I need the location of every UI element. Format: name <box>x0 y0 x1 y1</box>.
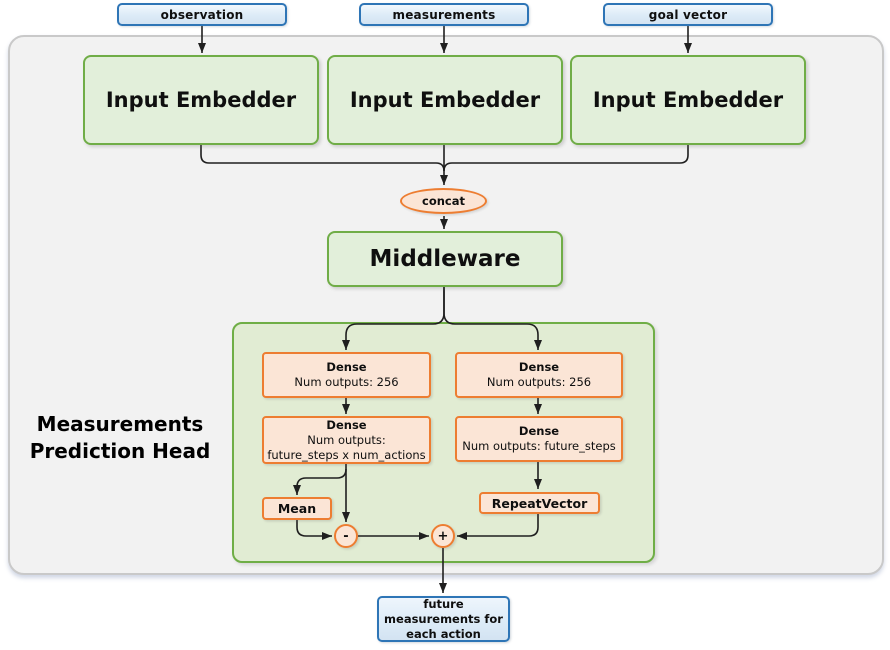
repeat-vector-node: RepeatVector <box>479 492 600 514</box>
plus-operator-node: + <box>431 524 455 548</box>
minus-operator-node: - <box>334 524 358 548</box>
input-node-goal-vector: goal vector <box>603 3 773 26</box>
input-node-measurements: measurements <box>359 3 529 26</box>
dense-title: Dense <box>518 424 560 438</box>
dense-title: Dense <box>326 417 367 432</box>
dense-left-2: Dense Num outputs: future_steps x num_ac… <box>262 416 431 464</box>
dense-right-1: Dense Num outputs: 256 <box>455 352 623 398</box>
repeat-vector-label: RepeatVector <box>491 495 588 511</box>
dense-title: Dense <box>326 360 367 374</box>
dense-subtitle: Num outputs: 256 <box>486 375 592 389</box>
input-label: measurements <box>392 7 496 22</box>
output-label: future measurements for each action <box>384 596 503 641</box>
input-node-observation: observation <box>117 3 287 26</box>
embedder-node-1: Input Embedder <box>83 55 319 145</box>
minus-icon: - <box>343 528 349 544</box>
mean-label: Mean <box>277 501 317 516</box>
concat-label: concat <box>422 194 465 208</box>
dense-subtitle: future_steps x num_actions <box>267 447 426 462</box>
dense-title: Dense <box>518 360 560 374</box>
dense-subtitle: Num outputs: <box>307 432 386 447</box>
dense-left-1: Dense Num outputs: 256 <box>262 352 431 398</box>
concat-node: concat <box>400 188 487 214</box>
dense-subtitle: Num outputs: future_steps <box>462 439 616 453</box>
embedder-label: Input Embedder <box>592 88 784 112</box>
middleware-node: Middleware <box>327 231 563 287</box>
middleware-label: Middleware <box>369 246 521 272</box>
input-label: goal vector <box>648 7 728 22</box>
plus-icon: + <box>437 528 449 544</box>
embedder-label: Input Embedder <box>105 88 297 112</box>
embedder-node-2: Input Embedder <box>327 55 563 145</box>
embedder-node-3: Input Embedder <box>570 55 806 145</box>
input-label: observation <box>160 7 244 22</box>
embedder-label: Input Embedder <box>349 88 541 112</box>
prediction-head-title: Measurements Prediction Head <box>29 412 211 463</box>
output-node: future measurements for each action <box>377 596 510 642</box>
mean-node: Mean <box>262 497 332 520</box>
dense-right-2: Dense Num outputs: future_steps <box>455 416 623 462</box>
dense-subtitle: Num outputs: 256 <box>294 375 399 389</box>
